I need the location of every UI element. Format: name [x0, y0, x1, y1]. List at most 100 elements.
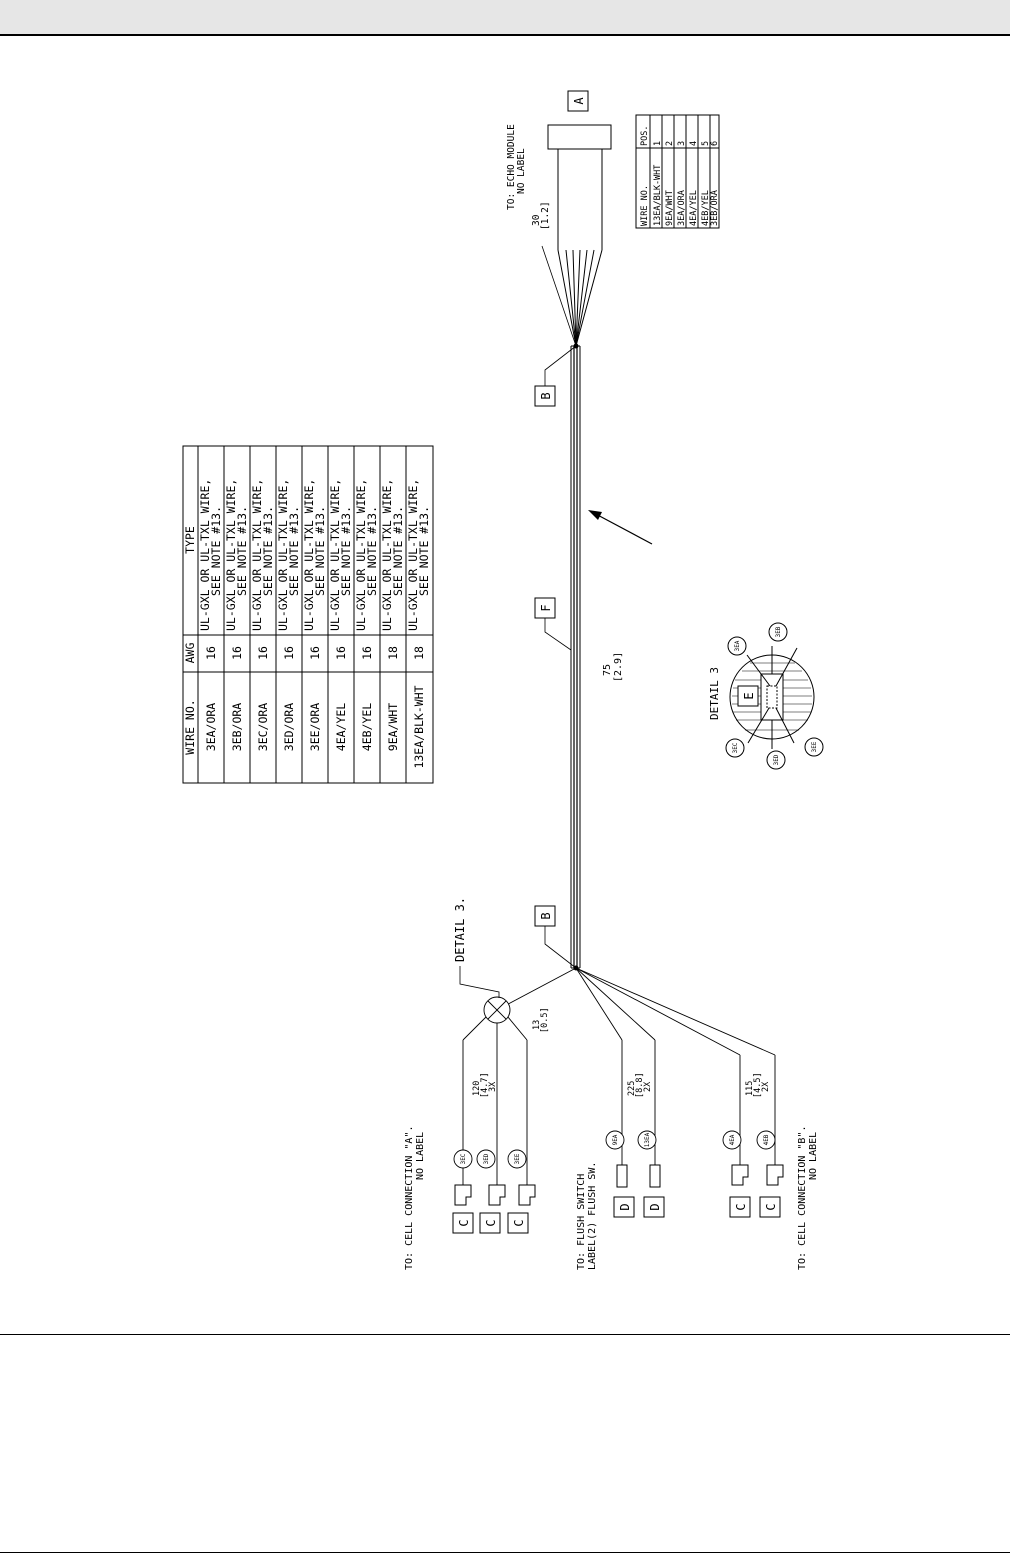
echo-module-title: TO: ECHO MODULE	[506, 124, 517, 210]
pos-table-cell-pos: 4	[689, 141, 699, 146]
cell-a-dim-inch: [4.7]	[480, 1072, 490, 1098]
b-leader-bottom	[544, 926, 577, 969]
connector-label-d: D	[613, 1196, 635, 1218]
connector-label-c: C	[479, 1212, 501, 1234]
wire-table-cell-wire: 3EC/ORA	[256, 703, 270, 752]
cell-b-title: TO: CELL CONNECTION "B".	[797, 1126, 808, 1271]
wire-table-cell-type: UL-GXL OR UL-TXL WIRE,	[302, 479, 316, 631]
detail-callout-leader	[459, 966, 500, 998]
wire-tag: 3ED	[766, 750, 786, 770]
pos-table-cell-wire: 9EA/WHT	[665, 190, 675, 226]
breakout-branches	[462, 967, 776, 1185]
wire-table-cell-note: SEE NOTE #13.	[391, 506, 405, 596]
wire-table-header-wire-no: WIRE NO.	[183, 699, 197, 754]
pos-table-header-wire-no: WIRE NO.	[640, 185, 650, 226]
detail-callout: DETAIL 3.	[453, 897, 467, 962]
pos-table-header-pos: POS.	[640, 126, 650, 146]
wire-tag: 13EA	[637, 1130, 657, 1150]
wire-table-cell-type: UL-GXL OR UL-TXL WIRE,	[328, 479, 342, 631]
detail-3-title: DETAIL 3	[708, 667, 721, 720]
cell-a-dim-qty: 3X	[488, 1081, 498, 1092]
cell-a-label: NO LABEL	[415, 1132, 426, 1180]
connector-label-e: E	[737, 685, 759, 707]
svg-text:3EE: 3EE	[811, 741, 818, 752]
pos-table-cell-pos: 2	[665, 141, 675, 146]
wire-tag: 3EC	[725, 738, 745, 758]
flush-dim-inch: [8.8]	[635, 1072, 645, 1098]
svg-text:3EC: 3EC	[460, 1153, 467, 1164]
wire-table-cell-note: SEE NOTE #13.	[365, 506, 379, 596]
wire-table-cell-wire: 3ED/ORA	[282, 703, 296, 752]
svg-text:4EA: 4EA	[729, 1134, 736, 1145]
cell-b-label: NO LABEL	[808, 1132, 819, 1180]
connector-label-c: C	[729, 1196, 751, 1218]
b-leader-top	[544, 345, 577, 386]
cell-a-dim-mm: 120	[472, 1081, 482, 1096]
drawing-bottom-rule	[0, 1334, 1010, 1335]
pos-table-cell-wire: 4EB/YEL	[701, 190, 711, 226]
echo-dim-leader	[541, 245, 577, 347]
wire-tag: 3EE	[804, 737, 824, 757]
harness-trunk	[570, 345, 581, 969]
pos-table-cell-wire: 3EA/ORA	[677, 190, 687, 226]
detail-3-view	[729, 646, 815, 749]
cell-b-terminals	[731, 1164, 784, 1186]
svg-text:3ED: 3ED	[483, 1153, 490, 1164]
svg-text:3EE: 3EE	[514, 1153, 521, 1164]
wire-tag: 9EA	[605, 1130, 625, 1150]
wire-tag: 3EC	[453, 1149, 473, 1169]
wire-table-cell-type: UL-GXL OR UL-TXL WIRE,	[354, 479, 368, 631]
wire-table-text: WIRE NO. AWG TYPE 3EA/ORA 16 UL-GXL OR U…	[183, 479, 431, 769]
page-header-bar	[0, 0, 1010, 36]
echo-dim-inch: [1.2]	[540, 201, 551, 230]
wire-table-header-type: TYPE	[183, 526, 197, 554]
cell-b-dim-inch: [4.5]	[753, 1072, 763, 1098]
wire-table	[182, 445, 434, 784]
breakout-dims: 13 [0.5] 120 [4.7] 3X 225 [8.8] 2X 115 […	[472, 1007, 771, 1098]
flush-dim-mm: 225	[627, 1081, 637, 1096]
cell-b-dim-mm: 115	[745, 1081, 755, 1096]
wire-table-cell-note: SEE NOTE #13.	[261, 506, 275, 596]
flush-dim-qty: 2X	[643, 1081, 653, 1092]
wire-table-cell-awg: 16	[334, 646, 348, 660]
page-bottom-rule	[0, 1552, 1010, 1553]
wire-table-cell-note: SEE NOTE #13.	[209, 506, 223, 596]
detail-wire-tags: 3EA 3EB 3EC 3ED 3EE	[725, 622, 824, 770]
pos-table-cell-pos: 1	[653, 141, 663, 146]
pos-table-cell-pos: 5	[701, 141, 711, 146]
svg-text:3ED: 3ED	[773, 754, 780, 765]
wire-table-cell-type: UL-GXL OR UL-TXL WIRE,	[406, 479, 420, 631]
wire-table-cell-wire: 3EE/ORA	[308, 703, 322, 752]
wire-table-cell-awg: 16	[308, 646, 322, 660]
wire-tag: 3EB	[768, 622, 788, 642]
connector-label-b: B	[534, 385, 556, 407]
svg-text:C: C	[512, 1219, 526, 1226]
connector-label-c: C	[759, 1196, 781, 1218]
svg-text:A: A	[572, 97, 586, 105]
wire-table-cell-type: UL-GXL OR UL-TXL WIRE,	[250, 479, 264, 631]
wire-table-cell-wire: 3EB/ORA	[230, 703, 244, 752]
svg-text:3EB: 3EB	[775, 626, 782, 637]
wire-table-cell-note: SEE NOTE #13.	[313, 506, 327, 596]
echo-module-label: NO LABEL	[516, 148, 527, 194]
trunk-dim: 75 [2.9]	[602, 652, 624, 682]
wire-tag: 3EA	[727, 636, 747, 656]
arrow-icon	[588, 510, 653, 545]
wire-table-cell-type: UL-GXL OR UL-TXL WIRE,	[380, 479, 394, 631]
svg-text:B: B	[539, 912, 553, 919]
wire-table-cell-note: SEE NOTE #13.	[339, 506, 353, 596]
wire-tag: 4EB	[756, 1130, 776, 1150]
pos-table-cell-wire: 4EA/YEL	[689, 190, 699, 226]
svg-text:4EB: 4EB	[763, 1134, 770, 1145]
wire-table-cell-awg: 16	[256, 646, 270, 660]
wire-table-cell-note: SEE NOTE #13.	[417, 506, 431, 596]
flush-terminals	[616, 1164, 661, 1188]
svg-text:C: C	[764, 1203, 778, 1210]
wire-table-cell-wire: 13EA/BLK-WHT	[412, 685, 426, 768]
connector-label-b: B	[534, 905, 556, 927]
pos-table-cell-pos: 6	[710, 141, 720, 146]
connector-label-f: F	[534, 597, 556, 619]
destination-notes: TO: CELL CONNECTION "A". NO LABEL TO: FL…	[404, 1126, 819, 1271]
pos-table-cell-wire: 13EA/BLK-WHT	[653, 165, 663, 226]
